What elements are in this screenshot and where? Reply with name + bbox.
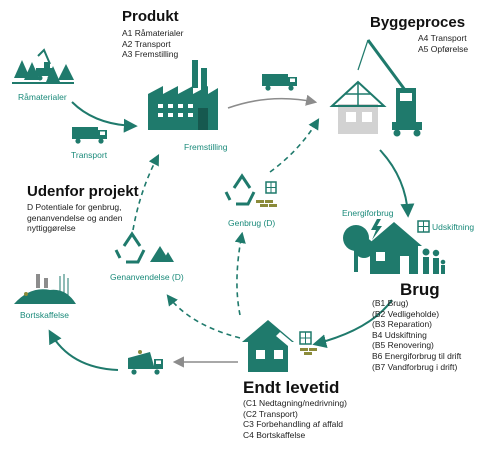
- produkt-title: Produkt: [122, 8, 179, 25]
- brug-line: (B1 Brug): [372, 298, 409, 308]
- pile-icon: [150, 246, 174, 262]
- factory-icon: [148, 60, 218, 130]
- arrow-brug-to-endt: [312, 299, 393, 349]
- arrow-endt-to-genbrug: [234, 231, 246, 316]
- brug-line: (B5 Renovering): [372, 340, 434, 351]
- brug-line: (B2 Vedligeholde): [372, 308, 440, 319]
- tipper-truck-icon: [128, 350, 163, 375]
- recycle-icon: [114, 231, 146, 264]
- brug-line: B6 Energiforbrug til drift: [372, 350, 462, 361]
- landfill-icon: [14, 274, 76, 304]
- produkt-line: A1 Råmaterialer: [122, 28, 184, 38]
- window-icon: [299, 331, 312, 345]
- arrow-endt-to-genanvendelse: [166, 294, 241, 339]
- label-udskiftning: Udskiftning: [432, 222, 475, 232]
- brug-line: (B7 Vandforbrug i drift): [372, 361, 458, 372]
- brug-list: (B1 Brug) (B2 Vedligeholde) (B3 Reparati…: [372, 298, 461, 372]
- truck-icon: [72, 127, 107, 144]
- house-icon: [366, 222, 422, 274]
- brug-line: (B3 Reparation): [372, 319, 433, 330]
- endt-line: (C2 Transport): [243, 408, 298, 419]
- lightning-icon: [371, 219, 382, 240]
- demolished-house-icon: [242, 320, 294, 372]
- endt-line: C3 Forbehandling af affald: [243, 419, 344, 430]
- label-transport: Transport: [71, 150, 108, 160]
- udenfor-line: nyttiggørelse: [27, 223, 76, 234]
- brug-line: B4 Udskiftning: [372, 329, 427, 340]
- endt-title: Endt levetid: [243, 378, 340, 397]
- label-bortskaffelse: Bortskaffelse: [20, 310, 69, 320]
- udenfor-title: Udenfor projekt: [27, 183, 139, 200]
- produkt-line: A3 Fremstilling: [122, 49, 179, 60]
- forest-excavator-icon: [12, 48, 74, 84]
- produkt-list: A1 Råmaterialer A2 Transport A3 Fremstil…: [122, 28, 183, 60]
- brug-title: Brug: [400, 280, 440, 299]
- byggeproces-title: Byggeproces: [370, 14, 466, 31]
- label-fremstilling: Fremstilling: [184, 142, 228, 152]
- arrow-byggeproces-to-brug: [379, 149, 415, 218]
- arrow-genbrug-to-byggeproces: [269, 118, 320, 173]
- truck-icon: [262, 74, 297, 91]
- arrow-fabrik-to-byggeproces: [227, 94, 318, 109]
- produkt-line: A2 Transport: [122, 38, 171, 49]
- byggeproces-line: A5 Opførelse: [418, 43, 469, 54]
- label-genbrug: Genbrug (D): [228, 218, 276, 228]
- arrow-genanvendelse-to-fabrik: [132, 154, 160, 231]
- endt-list: (C1 Nedtagning/nedrivning) (C2 Transport…: [243, 398, 347, 440]
- family-icon: [422, 248, 446, 274]
- window-icon: [265, 181, 277, 194]
- label-energiforbrug: Energiforbrug: [342, 208, 394, 218]
- udenfor-line: D Potentiale for genbrug,: [27, 202, 122, 212]
- window-icon: [417, 220, 430, 233]
- endt-line: C4 Bortskaffelse: [243, 429, 306, 440]
- udenfor-line: genanvendelse og anden: [27, 212, 123, 223]
- udenfor-list: D Potentiale for genbrug, genanvendelse …: [27, 202, 122, 234]
- byggeproces-line: A4 Transport: [418, 33, 467, 43]
- recycle-icon: [224, 173, 256, 206]
- arrow-transport-to-bortskaffelse: [48, 329, 119, 371]
- arrow-raamaterialer-to-fabrik: [71, 101, 138, 133]
- label-genanvendelse: Genanvendelse (D): [110, 272, 184, 282]
- crane-house-icon: [329, 39, 422, 137]
- label-raamaterialer: Råmaterialer: [18, 92, 67, 102]
- endt-line: (C1 Nedtagning/nedrivning): [243, 398, 347, 408]
- byggeproces-list: A4 Transport A5 Opførelse: [418, 33, 468, 54]
- bricks-icon: [300, 348, 317, 355]
- tree-icon: [343, 225, 374, 272]
- bricks-icon: [256, 200, 277, 207]
